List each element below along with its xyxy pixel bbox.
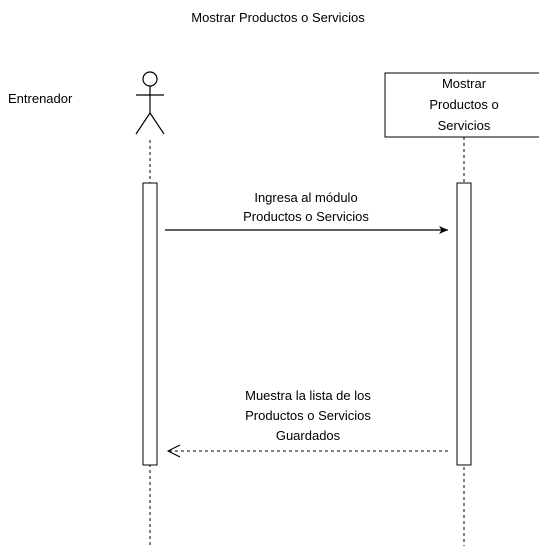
object-box	[384, 72, 539, 138]
message-muestra-lista[interactable]: Muestra la lista de los Productos o Serv…	[166, 388, 448, 458]
message-ingresa-modulo[interactable]: Ingresa al módulo Productos o Servicios	[165, 190, 448, 234]
message-2-label-line-1: Muestra la lista de los	[245, 388, 371, 403]
actor-activation-bar	[142, 182, 158, 466]
actor-entrenador[interactable]: Entrenador	[8, 71, 165, 135]
stick-figure-icon	[135, 71, 165, 135]
object-mostrar-productos[interactable]: Mostrar Productos o Servicios	[384, 72, 539, 138]
object-label-line-2: Productos o	[429, 97, 498, 112]
actor-label: Entrenador	[8, 91, 73, 106]
object-activation-bar	[456, 182, 472, 466]
open-arrowhead-icon	[166, 444, 181, 458]
message-2-label-line-3: Guardados	[276, 428, 341, 443]
object-label-line-1: Mostrar	[442, 76, 487, 91]
diagram-title: Mostrar Productos o Servicios	[191, 10, 365, 25]
message-1-label-line-1: Ingresa al módulo	[254, 190, 357, 205]
object-label-line-3: Servicios	[438, 118, 491, 133]
message-1-label-line-2: Productos o Servicios	[243, 209, 369, 224]
message-2-label-line-2: Productos o Servicios	[245, 408, 371, 423]
